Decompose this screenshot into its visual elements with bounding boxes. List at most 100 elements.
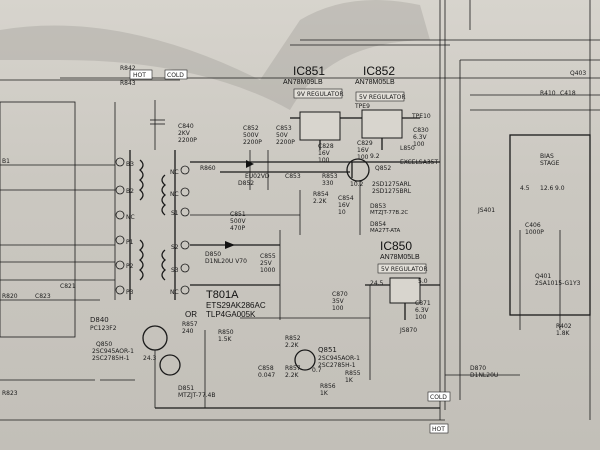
svg-text:Q403: Q403 bbox=[570, 70, 586, 77]
svg-text:100: 100 bbox=[318, 157, 330, 164]
pin-b2: B2 bbox=[126, 188, 134, 195]
right-panel: BIAS STAGE 12.6 9.0 4.5 JS401 C406 1000P… bbox=[470, 70, 600, 337]
supply-line: R860 EU02VD D852 C853 bbox=[190, 150, 440, 190]
svg-text:1.5K: 1.5K bbox=[218, 336, 233, 343]
svg-text:2200P: 2200P bbox=[243, 139, 262, 146]
ic850-label: IC850 bbox=[380, 239, 412, 253]
svg-text:TLP4GA005K: TLP4GA005K bbox=[206, 310, 256, 319]
svg-text:2.2K: 2.2K bbox=[285, 342, 300, 349]
svg-text:TPE10: TPE10 bbox=[411, 113, 431, 120]
svg-text:R857: R857 bbox=[285, 365, 301, 372]
svg-text:0.7: 0.7 bbox=[312, 367, 322, 374]
pin-nc: NC bbox=[126, 214, 135, 221]
svg-text:B1: B1 bbox=[2, 158, 10, 165]
hot-tag-top: HOT bbox=[133, 72, 146, 79]
svg-text:10: 10 bbox=[338, 209, 346, 216]
svg-text:D870: D870 bbox=[470, 365, 486, 372]
svg-text:1K: 1K bbox=[320, 390, 329, 397]
pin-p2: P2 bbox=[126, 263, 134, 270]
svg-text:16V: 16V bbox=[357, 147, 370, 154]
svg-text:AN78M05LB: AN78M05LB bbox=[380, 254, 420, 261]
svg-text:C871: C871 bbox=[415, 300, 431, 307]
svg-text:D1NL20U: D1NL20U bbox=[470, 372, 498, 379]
svg-text:2SA1015-G1Y3: 2SA1015-G1Y3 bbox=[535, 280, 581, 287]
svg-text:2SD1275BRL: 2SD1275BRL bbox=[372, 188, 412, 195]
cold-tag-bottom: COLD bbox=[430, 394, 447, 401]
svg-text:100: 100 bbox=[332, 305, 344, 312]
svg-text:5V REGULATOR: 5V REGULATOR bbox=[359, 94, 406, 101]
svg-text:R410: R410 bbox=[540, 90, 556, 97]
svg-text:R857: R857 bbox=[182, 321, 198, 328]
left-section: B1 R820 C823 C821 R823 bbox=[0, 101, 115, 397]
svg-text:2200P: 2200P bbox=[276, 139, 295, 146]
svg-text:12.6: 12.6 bbox=[540, 185, 554, 192]
svg-text:240: 240 bbox=[182, 328, 194, 335]
svg-text:470P: 470P bbox=[230, 225, 245, 232]
c851-d850-c855: C851 500V 470P D850 D1NL20U V70 C855 25V… bbox=[190, 211, 280, 286]
hot-tag-bottom: HOT bbox=[432, 426, 445, 433]
svg-text:Q401: Q401 bbox=[535, 273, 551, 280]
svg-text:9.2: 9.2 bbox=[370, 153, 380, 160]
svg-text:C852: C852 bbox=[243, 125, 259, 132]
svg-text:100: 100 bbox=[413, 141, 425, 148]
pin-s3: S3 bbox=[171, 267, 179, 274]
misc-wires bbox=[0, 102, 445, 421]
svg-text:STAGE: STAGE bbox=[540, 160, 560, 167]
svg-text:4.5: 4.5 bbox=[520, 185, 530, 192]
svg-text:500V: 500V bbox=[230, 218, 246, 225]
svg-text:C851: C851 bbox=[230, 211, 246, 218]
svg-text:500V: 500V bbox=[243, 132, 259, 139]
svg-text:25V: 25V bbox=[260, 260, 273, 267]
svg-text:0.047: 0.047 bbox=[258, 372, 275, 379]
svg-text:2SC945AOR-1: 2SC945AOR-1 bbox=[318, 355, 360, 362]
svg-text:D850: D850 bbox=[205, 251, 221, 258]
svg-text:24.3: 24.3 bbox=[143, 355, 157, 362]
svg-text:AN78M05LB: AN78M05LB bbox=[355, 79, 395, 86]
ic852-label: IC852 bbox=[363, 64, 395, 78]
svg-text:Q850: Q850 bbox=[96, 341, 112, 348]
ic851-label: IC851 bbox=[293, 64, 325, 78]
svg-text:35V: 35V bbox=[332, 298, 345, 305]
d870-group: D870 D1NL20U bbox=[445, 365, 520, 379]
svg-text:JS401: JS401 bbox=[477, 207, 495, 214]
svg-text:R856: R856 bbox=[320, 383, 336, 390]
transformer-t801a: B3 B2 NC P1 P2 P3 NC NC S1 S2 S3 NC T801… bbox=[115, 150, 266, 319]
svg-text:C854: C854 bbox=[338, 195, 354, 202]
svg-text:2SC2785H-1: 2SC2785H-1 bbox=[318, 362, 356, 369]
svg-text:D840: D840 bbox=[90, 316, 109, 324]
svg-text:2SC945AOR-1: 2SC945AOR-1 bbox=[92, 348, 134, 355]
svg-text:D853: D853 bbox=[370, 203, 386, 210]
svg-text:OR: OR bbox=[185, 310, 197, 319]
svg-text:R842: R842 bbox=[120, 65, 136, 72]
svg-text:R843: R843 bbox=[120, 80, 136, 87]
pin-p1: P1 bbox=[126, 239, 134, 246]
hot-cold-tags: HOT COLD COLD HOT bbox=[129, 69, 451, 434]
svg-text:NC: NC bbox=[170, 191, 179, 198]
pin-s2: S2 bbox=[171, 244, 179, 251]
svg-text:6.3V: 6.3V bbox=[415, 307, 430, 314]
svg-text:PC123F2: PC123F2 bbox=[90, 325, 117, 332]
svg-text:C858: C858 bbox=[258, 365, 274, 372]
svg-text:16V: 16V bbox=[338, 202, 351, 209]
ic852-block: IC852 AN78M05LB 5V REGULATOR TPE9 TPE10 bbox=[354, 64, 431, 150]
svg-text:C853: C853 bbox=[285, 173, 301, 180]
svg-text:C829: C829 bbox=[357, 140, 373, 147]
svg-text:C855: C855 bbox=[260, 253, 276, 260]
svg-text:AN78M09LB: AN78M09LB bbox=[283, 79, 323, 86]
svg-text:R850: R850 bbox=[218, 329, 234, 336]
svg-text:C870: C870 bbox=[332, 291, 348, 298]
svg-text:EXCELSA35T: EXCELSA35T bbox=[400, 159, 438, 166]
svg-text:NC: NC bbox=[170, 169, 179, 176]
svg-text:2200P: 2200P bbox=[178, 137, 197, 144]
svg-text:C830: C830 bbox=[413, 127, 429, 134]
svg-text:6.3V: 6.3V bbox=[413, 134, 428, 141]
svg-text:C840: C840 bbox=[178, 123, 194, 130]
svg-text:Q851: Q851 bbox=[318, 346, 337, 354]
svg-text:R855: R855 bbox=[345, 370, 361, 377]
pin-p3: P3 bbox=[126, 289, 134, 296]
ic851-block: IC851 AN78M09LB 9V REGULATOR bbox=[283, 64, 355, 150]
svg-text:MA27T-ATA: MA27T-ATA bbox=[370, 228, 400, 234]
q851-region: Q851 2SC945AOR-1 2SC2785H-1 R852 2.2K C8… bbox=[240, 285, 371, 397]
